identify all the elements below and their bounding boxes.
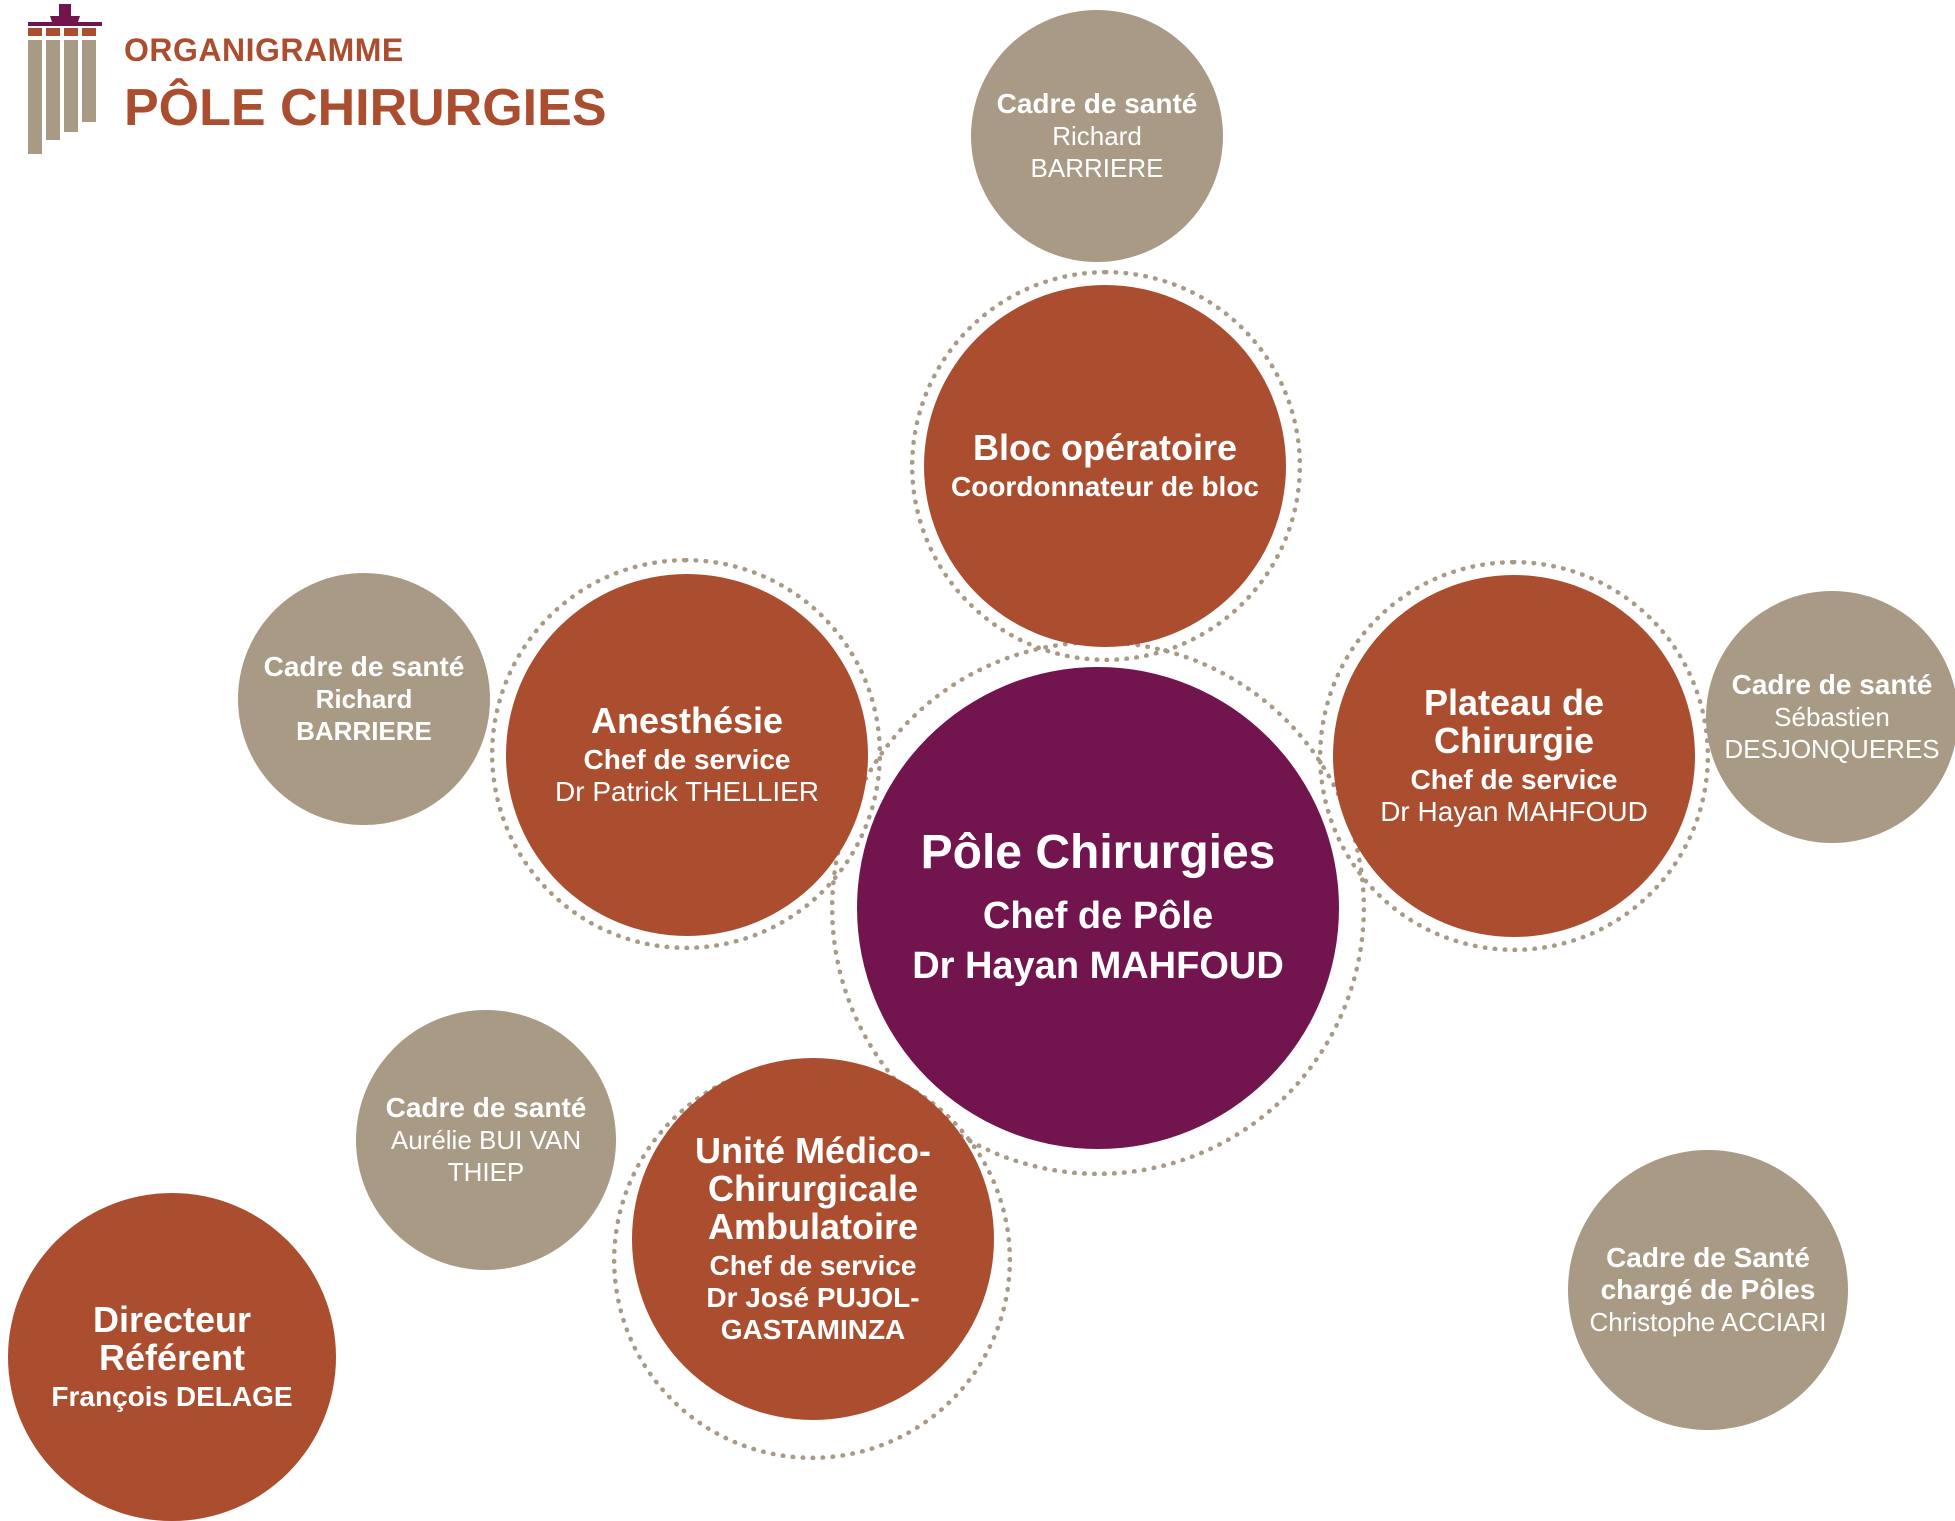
cadre-role: Cadre de santé [996, 88, 1198, 119]
center-role: Chef de Pôle [982, 895, 1214, 937]
anesthesie-role: Chef de service [583, 744, 791, 775]
cadre-sante-umca-node: Cadre de santé Aurélie BUI VAN THIEP [356, 1010, 616, 1270]
bloc-operatoire-node: Bloc opératoire Coordonnateur de bloc [924, 285, 1286, 647]
directeur-referent-node: Directeur Référent François DELAGE [8, 1193, 336, 1521]
anesthesie-name: Dr Patrick THELLIER [555, 776, 819, 807]
org-chart-subtitle: ORGANIGRAMME [124, 32, 404, 68]
umca-title-line3: Ambulatoire [707, 1206, 919, 1247]
umca-name-line1: Dr José PUJOL- [706, 1282, 920, 1313]
cadre-name-line1: Sébastien [1774, 702, 1890, 732]
bloc-role: Coordonnateur de bloc [951, 471, 1259, 502]
plateau-chirurgie-node: Plateau de Chirurgie Chef de service Dr … [1333, 575, 1695, 937]
cadre-name-line2: DESJONQUERES [1724, 734, 1940, 764]
cadre-role: Cadre de santé [385, 1092, 587, 1123]
directeur-name: François DELAGE [51, 1381, 293, 1412]
plateau-ring [1318, 560, 1710, 952]
umca-role: Chef de service [709, 1250, 917, 1281]
umca-title-line2: Chirurgicale [707, 1168, 919, 1209]
cadre-role: Cadre de santé [263, 651, 465, 682]
cadre-name: Richard BARRIERE [1030, 121, 1164, 183]
plateau-title-line1: Plateau de [1423, 682, 1605, 723]
umca-name-line2: GASTAMINZA [720, 1314, 906, 1345]
cadre-sante-poles-node: Cadre de Santé chargé de Pôles Christoph… [1568, 1150, 1848, 1430]
anesthesie-node: Anesthésie Chef de service Dr Patrick TH… [506, 574, 868, 936]
anesthesie-title: Anesthésie [590, 700, 784, 741]
hospital-logo [28, 4, 102, 154]
bloc-title: Bloc opératoire [972, 427, 1238, 468]
cadre-role-line1: Cadre de Santé [1606, 1242, 1810, 1273]
cadre-role-line2: chargé de Pôles [1600, 1274, 1816, 1305]
cadre-name: Christophe ACCIARI [1589, 1307, 1827, 1337]
pole-chirurgies-center-node: Pôle Chirurgies Chef de Pôle Dr Hayan MA… [857, 667, 1339, 1149]
cadre-sante-anesthesie-node: Cadre de santé Richard BARRIERE [238, 573, 490, 825]
plateau-name: Dr Hayan MAHFOUD [1380, 796, 1648, 827]
cadre-role: Cadre de santé [1731, 669, 1933, 700]
directeur-title: Directeur Référent [92, 1299, 252, 1378]
plateau-title-line2: Chirurgie [1433, 720, 1594, 761]
cadre-name-line2: THIEP [447, 1157, 525, 1187]
umca-title-line1: Unité Médico- [694, 1130, 931, 1171]
unite-medico-chirurgicale-node: Unité Médico- Chirurgicale Ambulatoire C… [632, 1058, 994, 1420]
org-chart-title: PÔLE CHIRURGIES [124, 79, 607, 137]
cadre-name: Richard BARRIERE [296, 684, 432, 746]
cadre-sante-bloc-node: Cadre de santé Richard BARRIERE [971, 10, 1223, 262]
center-title: Pôle Chirurgies [920, 826, 1276, 879]
cadre-sante-plateau-node: Cadre de santé Sébastien DESJONQUERES [1706, 591, 1955, 843]
cadre-name-line1: Aurélie BUI VAN [390, 1125, 582, 1155]
plateau-role: Chef de service [1410, 764, 1618, 795]
center-name: Dr Hayan MAHFOUD [912, 945, 1284, 987]
